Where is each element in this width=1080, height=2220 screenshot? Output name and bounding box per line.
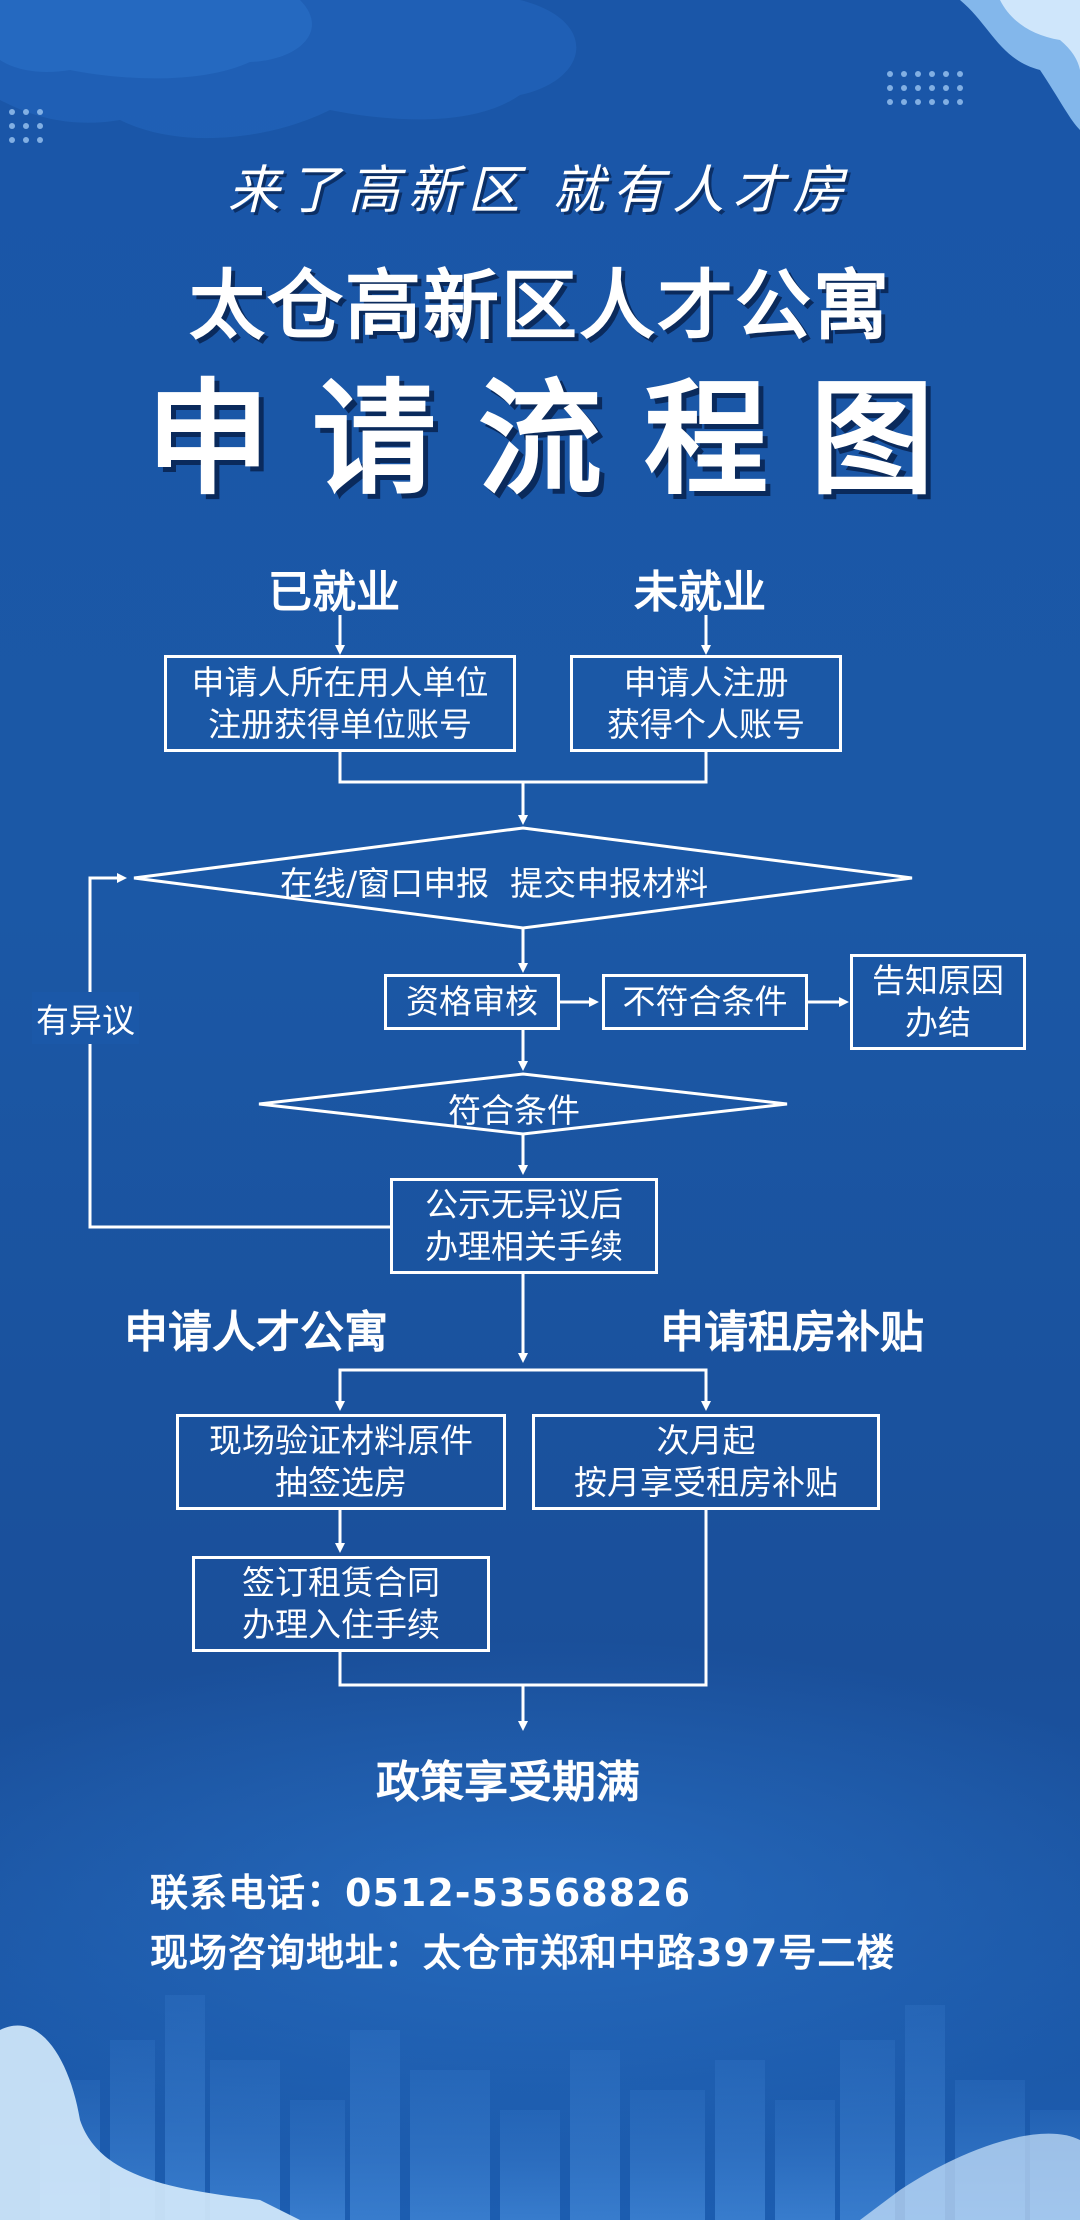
split-line	[338, 1368, 708, 1402]
publicity-line2: 办理相关手续	[425, 1227, 623, 1266]
personal-register-line1: 申请人注册	[623, 662, 789, 702]
apply-subsidy-label: 申请租房补贴	[660, 1307, 924, 1358]
sign-contract-box: 签订租赁合同 办理入住手续	[192, 1556, 490, 1652]
notify-close-line1: 告知原因	[872, 961, 1004, 1000]
contact-address: 现场咨询地址：太仓市郑和中路397号二楼	[150, 1931, 896, 1975]
subsidy-line1: 次月起	[656, 1421, 756, 1460]
subsidy-line2: 按月享受租房补贴	[574, 1463, 838, 1502]
merge-line	[338, 752, 708, 784]
employer-register-box: 申请人所在用人单位 注册获得单位账号	[164, 655, 516, 752]
employer-register-line2: 注册获得单位账号	[208, 704, 472, 744]
objection-loop	[88, 873, 390, 1229]
employer-register-line1: 申请人所在用人单位	[191, 662, 489, 702]
verify-line1: 现场验证材料原件	[209, 1421, 473, 1460]
qualification-review-text: 资格审核	[406, 982, 538, 1021]
sign-line1: 签订租赁合同	[242, 1563, 440, 1602]
poster-subtitle: 申请流程图	[145, 368, 976, 512]
apply-apartment-label: 申请人才公寓	[124, 1307, 388, 1358]
policy-end-label: 政策享受期满	[376, 1757, 640, 1808]
verify-line2: 抽签选房	[275, 1463, 407, 1502]
poster-title: 太仓高新区人才公寓	[189, 261, 891, 350]
publicity-line1: 公示无异议后	[425, 1185, 623, 1224]
submit-decision-text: 在线/窗口申报 提交申报材料	[280, 864, 709, 903]
objection-label: 有异议	[32, 992, 139, 1044]
not-qualified-box: 不符合条件	[602, 974, 808, 1030]
qualified-decision-text: 符合条件	[448, 1091, 580, 1130]
publicity-box: 公示无异议后 办理相关手续	[390, 1178, 658, 1274]
slogan: 来了高新区 就有人才房	[227, 161, 853, 221]
subsidy-box: 次月起 按月享受租房补贴	[532, 1414, 880, 1510]
personal-register-line2: 获得个人账号	[607, 704, 805, 744]
not-qualified-text: 不符合条件	[622, 982, 788, 1021]
personal-register-box: 申请人注册 获得个人账号	[570, 655, 842, 752]
notify-close-box: 告知原因 办结	[850, 954, 1026, 1050]
contact-phone: 联系电话：0512-53568826	[150, 1871, 692, 1915]
qualification-review-box: 资格审核	[384, 974, 560, 1030]
verify-box: 现场验证材料原件 抽签选房	[176, 1414, 506, 1510]
notify-close-line2: 办结	[905, 1003, 971, 1042]
unemployed-label: 未就业	[634, 567, 766, 618]
sign-line2: 办理入住手续	[242, 1605, 440, 1644]
employed-label: 已就业	[268, 567, 400, 618]
